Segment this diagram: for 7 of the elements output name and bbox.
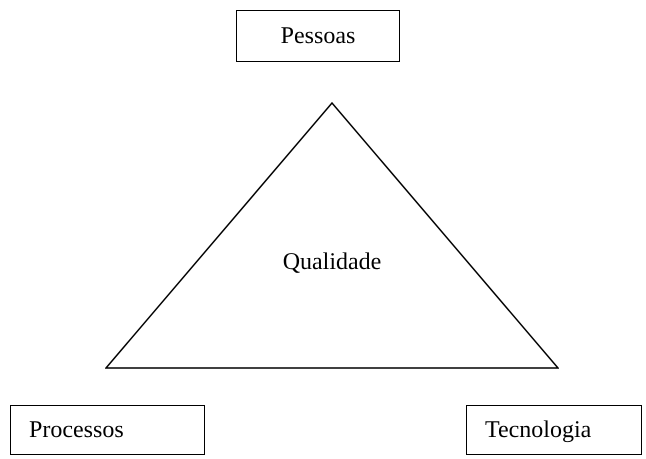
node-label: Tecnologia: [485, 416, 592, 444]
label-box: [236, 10, 400, 62]
node-label: Pessoas: [280, 22, 356, 50]
label-box: [10, 405, 205, 455]
node-label: Qualidade: [282, 248, 382, 276]
label-box: [466, 405, 642, 455]
node-label: Processos: [29, 416, 124, 444]
